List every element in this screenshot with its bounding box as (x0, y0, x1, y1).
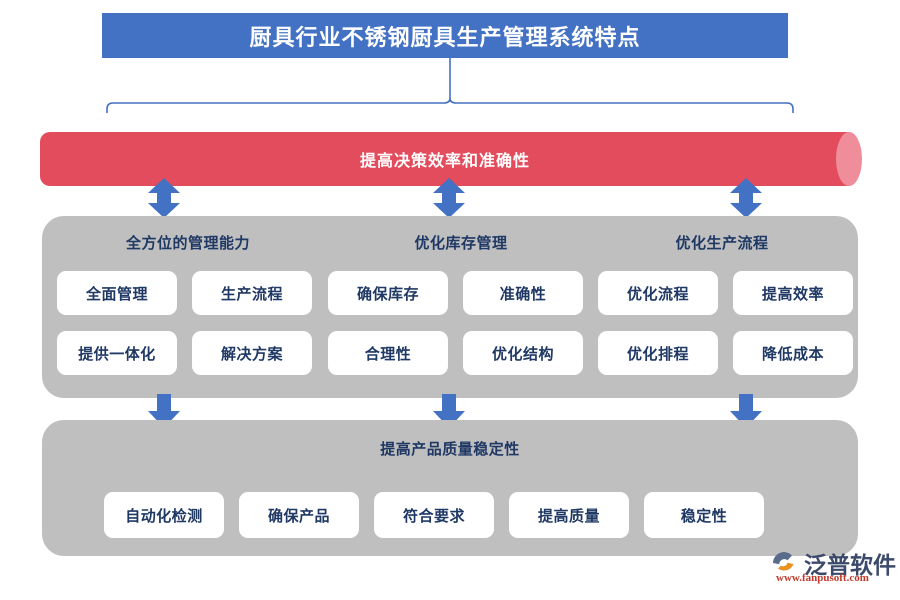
chip-row2-1[interactable]: 提供一体化 (57, 331, 177, 375)
brand-logo: 泛普软件 www.fanpusoft.com (770, 548, 896, 590)
column-header-management: 全方位的管理能力 (125, 234, 250, 252)
chip-row1-3[interactable]: 确保库存 (328, 271, 448, 315)
chip-row1-2[interactable]: 生产流程 (192, 271, 312, 315)
cylinder-label: 提高决策效率和准确性 (359, 153, 530, 170)
logo-wordmark: 泛普软件 (804, 552, 896, 578)
page-title: 厨具行业不锈钢厨具生产管理系统特点 (249, 24, 641, 50)
down-arrow-1 (146, 394, 182, 433)
bottom-chip-5[interactable]: 稳定性 (644, 492, 764, 538)
column-header-inventory: 优化库存管理 (414, 234, 508, 252)
decision-efficiency-banner: 提高决策效率和准确性 (40, 132, 862, 186)
logo-url: www.fanpusoft.com (776, 572, 869, 584)
bracket-connector (100, 56, 800, 114)
page-title-banner: 厨具行业不锈钢厨具生产管理系统特点 (102, 13, 788, 58)
chip-row2-3[interactable]: 合理性 (328, 331, 448, 375)
chip-row1-1[interactable]: 全面管理 (57, 271, 177, 315)
cylinder-body (40, 132, 850, 186)
bottom-chip-1[interactable]: 自动化检测 (104, 492, 224, 538)
bottom-chip-4[interactable]: 提高质量 (509, 492, 629, 538)
chip-row1-5[interactable]: 优化流程 (598, 271, 718, 315)
top-panel (42, 216, 858, 398)
down-arrow-3 (728, 394, 764, 433)
double-arrow-1 (146, 178, 182, 223)
chip-row2-5[interactable]: 优化排程 (598, 331, 718, 375)
cylinder-end-cap (836, 132, 862, 186)
bottom-chip-3[interactable]: 符合要求 (374, 492, 494, 538)
double-arrow-3 (728, 178, 764, 223)
column-header-production: 优化生产流程 (675, 234, 769, 252)
chip-row2-4[interactable]: 优化结构 (463, 331, 583, 375)
fanpu-logo-icon (770, 550, 804, 574)
chip-row1-6[interactable]: 提高效率 (733, 271, 853, 315)
double-arrow-2 (431, 178, 467, 223)
bottom-panel-title: 提高产品质量稳定性 (380, 441, 520, 458)
chip-row2-6[interactable]: 降低成本 (733, 331, 853, 375)
chip-row1-4[interactable]: 准确性 (463, 271, 583, 315)
down-arrow-2 (431, 394, 467, 433)
bottom-chip-2[interactable]: 确保产品 (239, 492, 359, 538)
chip-row2-2[interactable]: 解决方案 (192, 331, 312, 375)
